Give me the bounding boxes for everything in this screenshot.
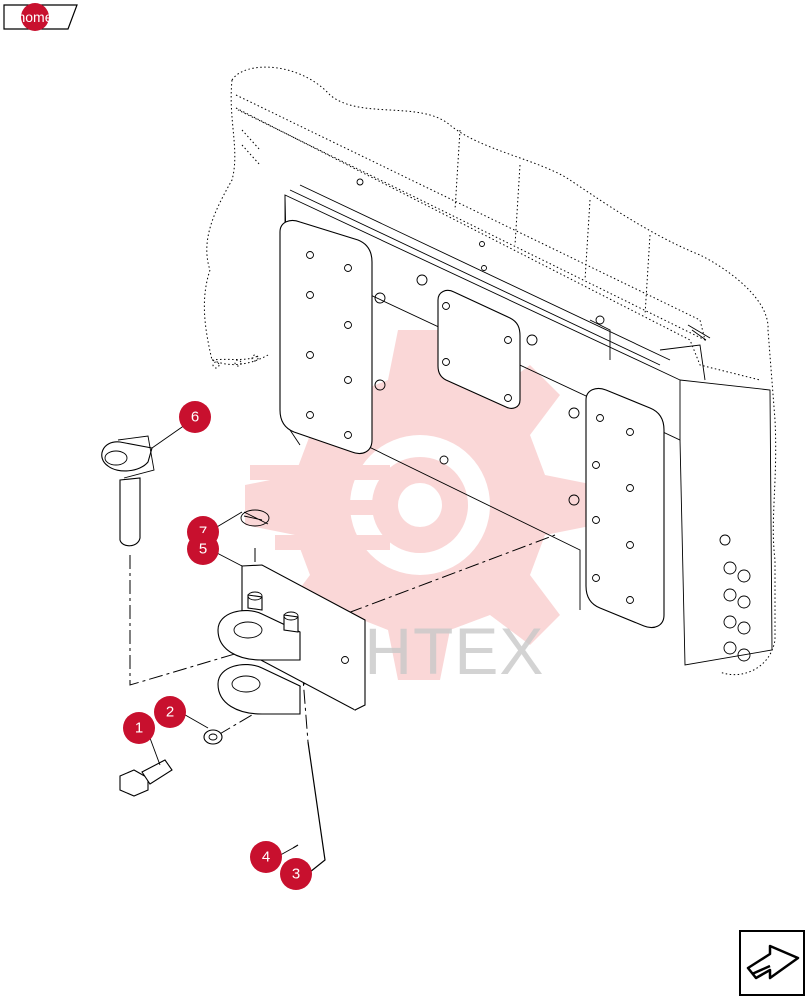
callout-1[interactable]: 1 <box>123 712 155 744</box>
washer <box>203 729 223 745</box>
callout-2-label: 2 <box>166 704 174 721</box>
callout-4-label: 4 <box>262 849 270 866</box>
callout-6-label: 6 <box>191 409 199 426</box>
callout-1-label: 1 <box>135 720 143 737</box>
callout-2[interactable]: 2 <box>154 696 186 728</box>
callout-3[interactable]: 3 <box>280 858 312 890</box>
next-page-button[interactable] <box>739 930 805 996</box>
home-button-label: home <box>17 9 52 25</box>
roll-pin <box>292 844 299 849</box>
callout-7-label: 7 <box>199 524 207 541</box>
next-page-arrow-icon <box>746 944 800 980</box>
callout-5[interactable]: 5 <box>187 533 219 565</box>
callout-6[interactable]: 6 <box>179 401 211 433</box>
machine-frame <box>203 66 777 676</box>
clevis-bracket <box>217 564 366 715</box>
spring-clip <box>240 509 270 527</box>
callout-4[interactable]: 4 <box>250 841 282 873</box>
bolt <box>119 759 173 797</box>
callout-3-label: 3 <box>292 866 300 883</box>
side-bolt-stack <box>719 534 751 662</box>
home-button[interactable]: home <box>3 3 78 31</box>
callout-5-label: 5 <box>199 541 207 558</box>
hitch-pin <box>101 435 155 547</box>
